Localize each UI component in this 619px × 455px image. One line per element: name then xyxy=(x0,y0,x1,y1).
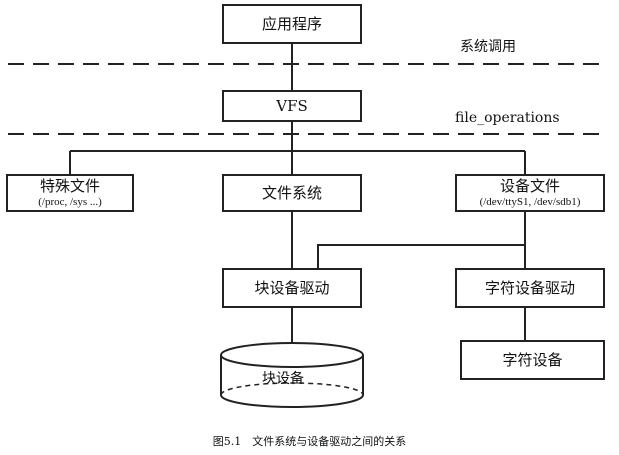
block-device-cylinder xyxy=(220,342,364,408)
node-filesystem-label: 文件系统 xyxy=(261,184,322,202)
node-char-device: 字符设备 xyxy=(460,340,605,380)
node-char-device-label: 字符设备 xyxy=(502,351,563,369)
node-app-label: 应用程序 xyxy=(261,15,322,33)
fileops-layer-label: file_operations xyxy=(455,110,560,126)
node-device-file-sub: (/dev/ttyS1, /dev/sdb1) xyxy=(479,196,581,208)
edge-devfile-blockdrv xyxy=(317,212,526,268)
node-char-driver: 字符设备驱动 xyxy=(455,268,605,308)
node-special-file: 特殊文件 (/proc, /sys ...) xyxy=(6,174,134,212)
node-special-file-sub: (/proc, /sys ...) xyxy=(38,196,102,208)
node-device-file-title: 设备文件 xyxy=(499,177,560,195)
node-vfs-label: VFS xyxy=(276,97,308,115)
node-device-file: 设备文件 (/dev/ttyS1, /dev/sdb1) xyxy=(455,174,605,212)
node-block-driver-label: 块设备驱动 xyxy=(254,279,330,297)
node-char-driver-label: 字符设备驱动 xyxy=(484,279,575,297)
figure-caption: 图5.1 文件系统与设备驱动之间的关系 xyxy=(212,435,407,448)
node-app: 应用程序 xyxy=(222,4,362,44)
syscall-layer-label: 系统调用 xyxy=(460,39,516,55)
node-filesystem: 文件系统 xyxy=(222,174,362,212)
node-special-file-title: 特殊文件 xyxy=(39,177,100,195)
node-vfs: VFS xyxy=(222,90,362,122)
node-block-device-label: 块设备 xyxy=(262,371,304,387)
node-block-driver: 块设备驱动 xyxy=(222,268,362,308)
